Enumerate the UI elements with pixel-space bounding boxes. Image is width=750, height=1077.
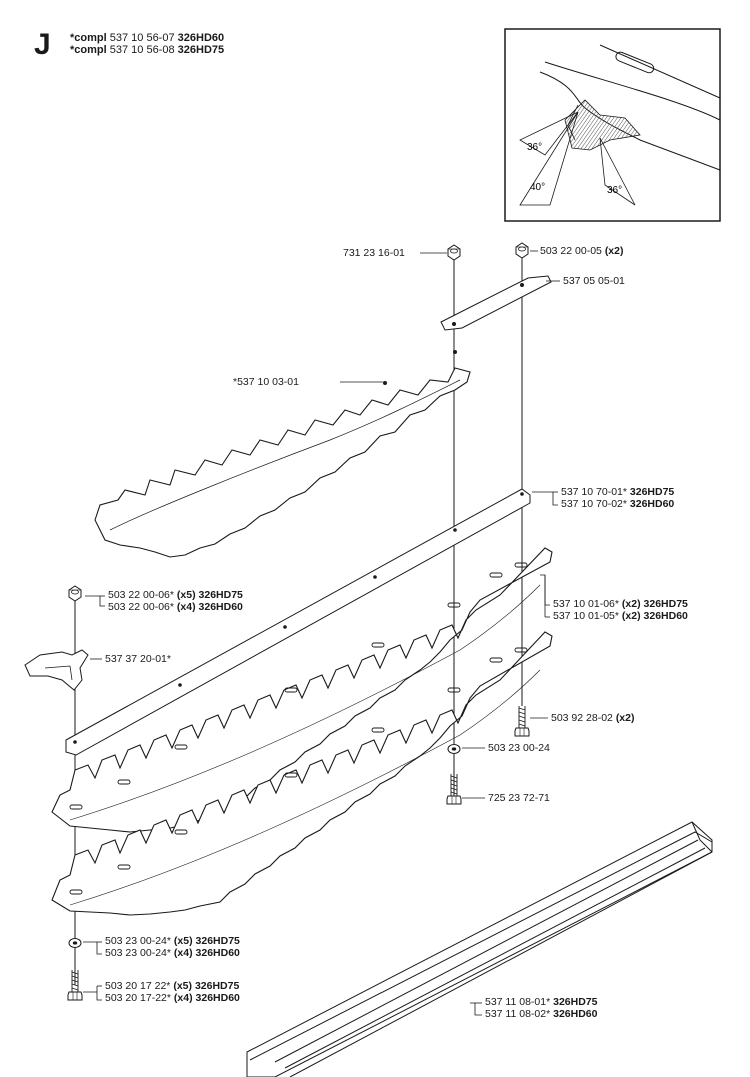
assembly-model: 326HD75	[177, 44, 225, 56]
upper-guard-blade	[94, 367, 471, 558]
nut-503-22-00-05	[515, 242, 529, 259]
section-letter: J	[34, 28, 51, 61]
inset-angle-2: 40°	[530, 182, 545, 193]
part-label: 503 23 00-24* (x5) 326HD75	[105, 935, 240, 947]
part-label: 503 92 28-02 (x2)	[551, 712, 635, 724]
leader-lines	[83, 250, 560, 1016]
part-label: 537 10 01-05* (x2) 326HD60	[553, 610, 688, 622]
part-label: 537 05 05-01	[563, 275, 625, 287]
blade-guard-rail	[246, 821, 713, 1077]
part-label: *537 10 03-01	[233, 376, 299, 388]
assembly-number: 537 10 56-08	[109, 44, 175, 56]
part-label: 503 22 00-06* (x4) 326HD60	[108, 601, 243, 613]
part-label: 503 22 00-05 (x2)	[540, 245, 624, 257]
detail-inset: 36° 40° 36°	[504, 28, 721, 222]
assembly-prefix: *compl	[70, 44, 107, 56]
assembly-line-1: *compl 537 10 56-07 326HD60	[70, 32, 224, 44]
part-label: 537 37 20-01*	[105, 653, 171, 665]
part-label: 537 11 08-02* 326HD60	[485, 1008, 598, 1020]
part-label: 731 23 16-01	[343, 247, 405, 259]
part-label: 537 11 08-01* 326HD75	[485, 996, 598, 1008]
part-label: 503 23 00-24* (x4) 326HD60	[105, 947, 240, 959]
assembly-number: 537 10 56-07	[109, 32, 175, 44]
support-bar	[65, 488, 531, 756]
part-label: 537 10 70-02* 326HD60	[561, 498, 675, 510]
part-label: 537 10 01-06* (x2) 326HD75	[553, 598, 688, 610]
washer-503-23-00-24	[447, 744, 461, 754]
inset-angle-1: 36°	[527, 142, 542, 153]
upper-cutting-blade	[51, 547, 553, 833]
nut-731-23-16-01	[447, 244, 461, 261]
assembly-prefix: *compl	[70, 32, 107, 44]
slider-537-37-20-01	[24, 649, 89, 691]
washer-503-23-00-24-left	[68, 938, 82, 948]
part-label: 503 20 17-22* (x4) 326HD60	[105, 992, 240, 1004]
part-label: 503 20 17 22* (x5) 326HD75	[105, 980, 240, 992]
assembly-model: 326HD60	[177, 32, 225, 44]
screw-503-92-28-02	[514, 705, 530, 737]
part-label: 725 23 72-71	[488, 792, 550, 804]
lower-cutting-blade	[51, 631, 553, 916]
clamp-plate	[440, 275, 552, 331]
inset-angle-3: 36°	[607, 185, 622, 196]
part-label: 537 10 70-01* 326HD75	[561, 486, 675, 498]
part-label: 503 22 00-06* (x5) 326HD75	[108, 589, 243, 601]
assembly-line-2: *compl 537 10 56-08 326HD75	[70, 44, 224, 56]
part-label: 503 23 00-24	[488, 742, 550, 754]
nut-503-22-00-06	[68, 585, 82, 602]
